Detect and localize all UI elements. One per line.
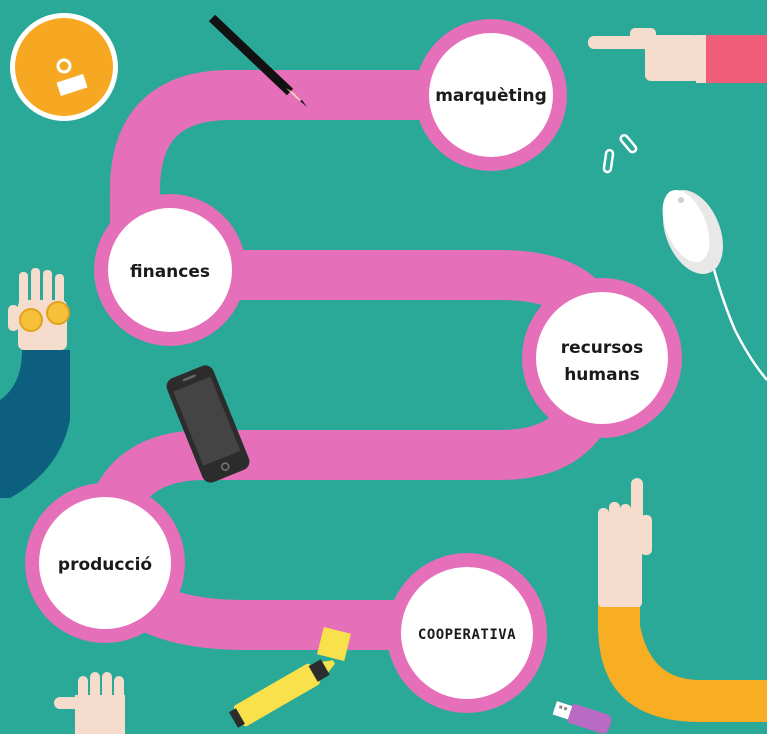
node-label-recursos: recursos <box>561 338 643 358</box>
node-finances[interactable]: finances <box>94 194 246 346</box>
node-label-humans: humans <box>564 365 640 385</box>
pencil-icon <box>208 14 307 107</box>
paperclip-icon <box>602 133 638 174</box>
node-label-produccio: producció <box>58 555 152 575</box>
raised-finger-hand-icon <box>598 478 767 722</box>
usb-stick-icon <box>552 701 612 734</box>
highlighter-icon <box>229 659 335 728</box>
node-recursos-humans[interactable]: recursos humans <box>522 278 682 438</box>
node-produccio[interactable]: producció <box>25 483 185 643</box>
hand-with-coins-icon <box>0 268 70 498</box>
node-cooperativa[interactable]: COOPERATIVA <box>387 553 547 713</box>
node-label-cooperativa: COOPERATIVA <box>418 627 516 643</box>
smartphone-icon <box>166 365 250 483</box>
node-label-marqueting: marquèting <box>435 86 547 106</box>
node-marqueting[interactable]: marquèting <box>415 19 567 171</box>
node-label-finances: finances <box>130 262 210 282</box>
computer-mouse-icon <box>662 189 767 381</box>
thumb-hand-icon <box>54 672 125 734</box>
sticky-note-icon <box>317 627 351 661</box>
pointing-hand-icon <box>588 28 767 83</box>
logo-badge-icon[interactable] <box>10 13 118 121</box>
